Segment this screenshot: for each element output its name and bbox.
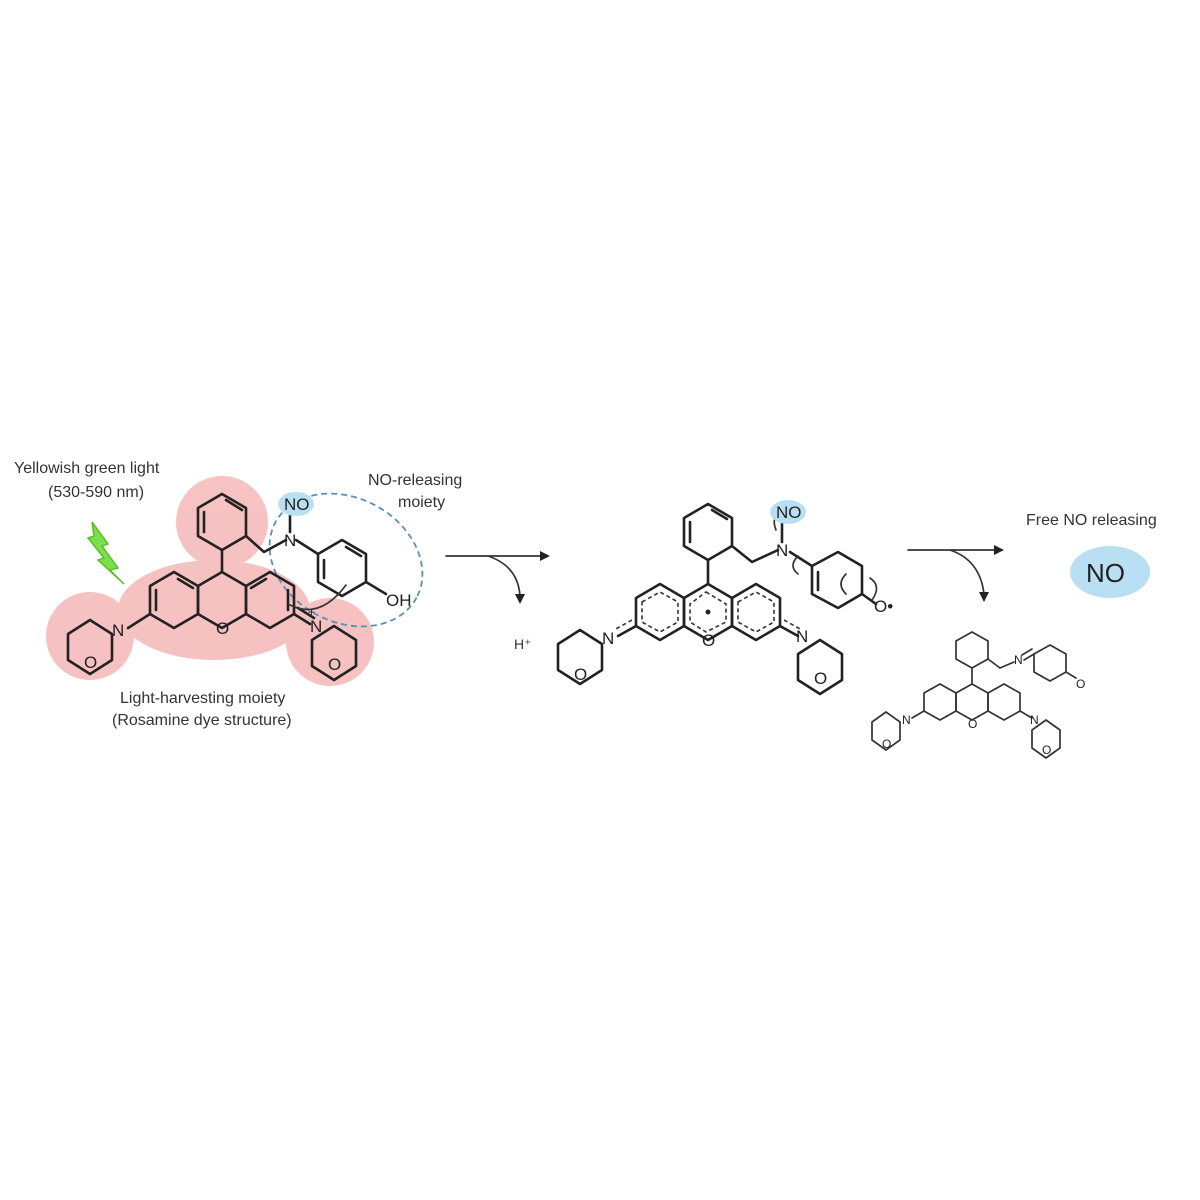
atom-o-morph-left-2: O bbox=[574, 665, 587, 684]
atom-o-radical: O• bbox=[874, 597, 893, 616]
no-highlight bbox=[278, 492, 314, 516]
atom-plus: + bbox=[308, 605, 315, 619]
reaction-arrow-2 bbox=[907, 545, 1004, 602]
atom-o-morph-left-3: O bbox=[882, 737, 891, 751]
radical-structure-2 bbox=[556, 502, 878, 696]
atom-n-right-3: N bbox=[1030, 713, 1039, 727]
atom-o-xanthene-2: O bbox=[702, 631, 715, 650]
atom-o-morph-left: O bbox=[84, 653, 97, 672]
product-structure-3 bbox=[871, 631, 1077, 759]
atom-o-morph-right-2: O bbox=[814, 669, 827, 688]
lightning-icon bbox=[86, 521, 125, 585]
atom-o-morph-right-3: O bbox=[1042, 743, 1051, 757]
atom-labels-2: NO N O• O N O N O bbox=[574, 500, 893, 688]
no-releasing-outline bbox=[268, 492, 424, 628]
atom-n-right-2: N bbox=[796, 627, 808, 646]
atom-n-imine: N bbox=[1014, 653, 1023, 667]
reaction-arrow-1 bbox=[445, 551, 550, 604]
atom-o-quinone: O bbox=[1076, 677, 1085, 691]
no-highlight-2 bbox=[770, 500, 806, 524]
atom-n-right: N bbox=[310, 617, 322, 636]
atom-n: N bbox=[284, 531, 296, 550]
rosamine-structure-1 bbox=[66, 492, 388, 682]
atom-n-2: N bbox=[776, 541, 788, 560]
atom-no-2: NO bbox=[776, 503, 802, 522]
light-label-line2: (530-590 nm) bbox=[48, 484, 145, 501]
atom-labels-1: N NO OH O N O N + O bbox=[84, 492, 412, 674]
light-label-line1: Yellowish green light bbox=[14, 460, 160, 477]
free-no-bubble-text: NO bbox=[1086, 558, 1125, 588]
light-harvesting-label-line1: Light-harvesting moiety bbox=[120, 690, 286, 707]
atom-n-left: N bbox=[112, 621, 124, 640]
no-moiety-label-line2: moiety bbox=[398, 494, 446, 511]
atom-oh: OH bbox=[386, 591, 412, 610]
light-harvesting-label-line2: (Rosamine dye structure) bbox=[112, 712, 292, 729]
free-no-label: Free NO releasing bbox=[1026, 512, 1157, 529]
atom-labels-3: N O O N N O O bbox=[882, 653, 1085, 757]
atom-o-xanthene-3: O bbox=[968, 717, 977, 731]
atom-no: NO bbox=[284, 495, 310, 514]
proton-label: H⁺ bbox=[514, 636, 532, 652]
atom-n-left-2: N bbox=[602, 629, 614, 648]
atom-n-left-3: N bbox=[902, 713, 911, 727]
atom-o-morph-right: O bbox=[328, 655, 341, 674]
atom-o-xanthene: O bbox=[216, 619, 229, 638]
free-no-bubble bbox=[1070, 546, 1150, 598]
no-moiety-label-line1: NO-releasing bbox=[368, 472, 463, 489]
